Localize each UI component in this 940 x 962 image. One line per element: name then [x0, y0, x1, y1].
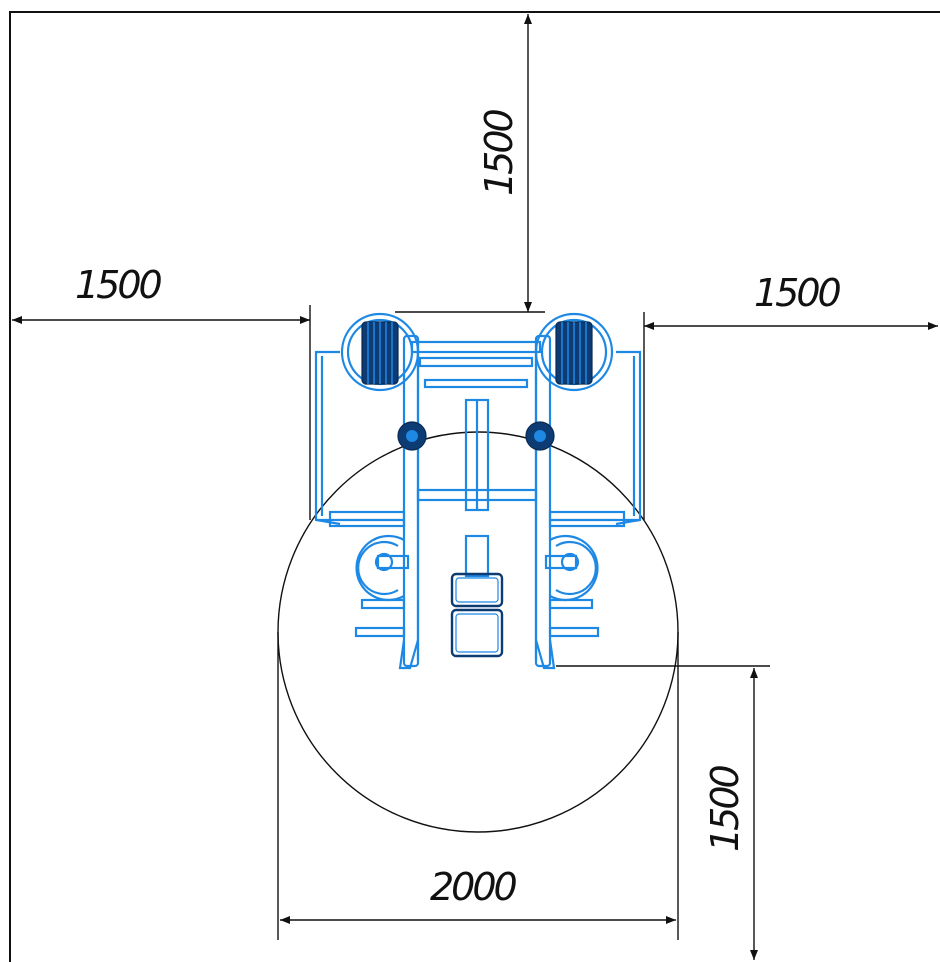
- foot-plate-left: [355, 534, 410, 602]
- weight-plate-left: [340, 312, 420, 392]
- seat: [450, 534, 504, 658]
- dimension-diameter-label: 2000: [430, 865, 517, 909]
- foot-plate-right: [544, 534, 599, 602]
- dimension-right-label: 1500: [754, 271, 841, 315]
- fitness-equipment: [314, 312, 642, 670]
- dimension-bottom-label: 1500: [703, 765, 747, 852]
- weight-plate-right: [534, 312, 614, 392]
- dimension-bottom: 1500: [556, 665, 770, 960]
- dimension-left-label: 1500: [75, 263, 162, 307]
- safety-zone-boundary: [9, 11, 940, 962]
- dimension-top-label: 1500: [477, 109, 521, 196]
- dimension-diameter: 2000: [277, 632, 679, 940]
- dimension-top: 1500: [395, 13, 545, 313]
- dimension-right: 1500: [643, 271, 938, 520]
- dimension-left: 1500: [12, 263, 311, 520]
